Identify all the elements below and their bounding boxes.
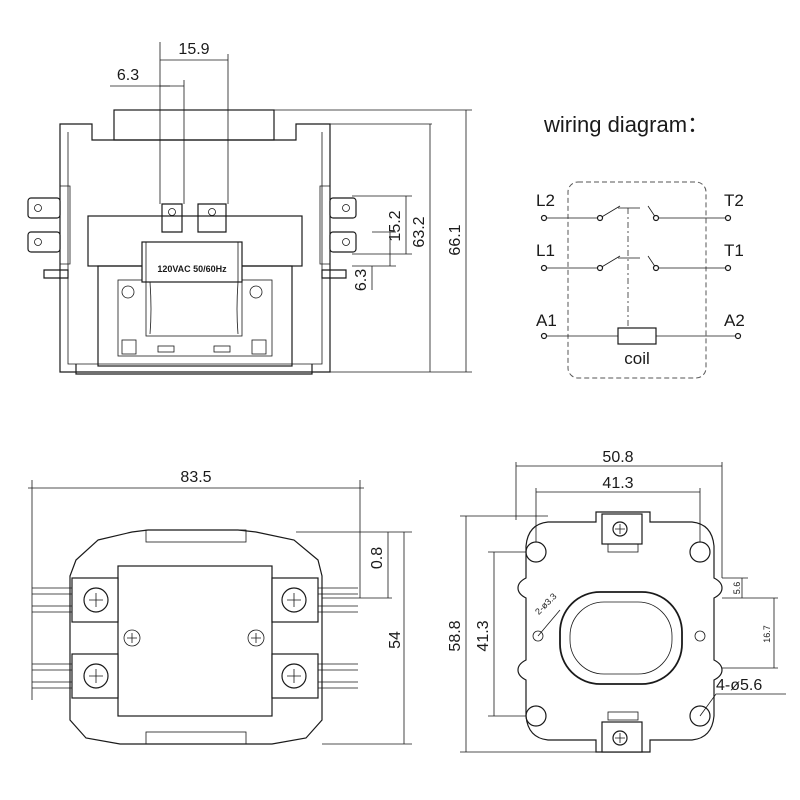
dim-small-hole: 2-ø3.3 <box>533 591 558 616</box>
front-slot-left <box>157 345 175 353</box>
center-screw-right <box>247 629 265 647</box>
wiring-enclosure <box>567 181 707 379</box>
dim-offset: 0.8 <box>369 547 386 569</box>
front-coil-wire <box>149 281 239 335</box>
wiring-title: wiring diagram： <box>543 112 709 137</box>
coil-label: 120VAC 50/60Hz <box>157 264 227 274</box>
mount-hole-tr <box>689 541 711 563</box>
top-center-block <box>117 565 273 717</box>
dim-right-small: 6.3 <box>353 269 370 291</box>
front-clip-right <box>251 339 267 355</box>
coil-symbol <box>617 327 657 345</box>
front-slot-right <box>213 345 231 353</box>
terminal-a2: A2 <box>724 311 745 330</box>
coil-label-box <box>141 241 243 283</box>
coil-text: coil <box>624 349 650 368</box>
top-screw-tab <box>601 513 643 553</box>
dim-right-b: 63.2 <box>411 216 428 247</box>
terminal-screw-tl <box>71 577 119 623</box>
front-base <box>75 364 313 375</box>
contact-l1-t1 <box>544 255 728 269</box>
mount-hole-br <box>689 705 711 727</box>
dim-top-wide: 15.9 <box>178 41 209 58</box>
top-rear-rib <box>145 529 247 543</box>
dim-outer-width: 50.8 <box>602 449 633 466</box>
dim-height: 54 <box>387 631 404 649</box>
terminal-l2: L2 <box>536 191 555 210</box>
dim-hole-spacing-y: 41.3 <box>475 620 492 651</box>
base-plate <box>517 511 723 753</box>
contact-l2-t2 <box>544 205 728 219</box>
oval-opening-inner <box>569 601 673 675</box>
mount-view: 50.8 41.3 58.8 41.3 2-ø3.3 5.6 16.7 4-ø5… <box>447 449 786 753</box>
terminal-screw-bl <box>71 653 119 699</box>
dim-notch-spacing: 16.7 <box>762 625 772 643</box>
terminal-a1: A1 <box>536 311 557 330</box>
dim-right-a: 15.2 <box>387 210 404 241</box>
front-armature <box>117 279 273 357</box>
coil-terminal-hole-right <box>208 208 216 216</box>
top-front-rib <box>145 731 247 745</box>
front-view: 120VAC 50/60Hz 15.9 6.3 15.2 63.2 66.1 6… <box>27 41 472 375</box>
top-view: 83.5 0.8 54 <box>28 469 412 745</box>
dim-top-narrow: 6.3 <box>117 67 139 84</box>
wiring-diagram: wiring diagram： L2 T2 L1 T1 A1 A2 coil <box>536 112 745 379</box>
terminal-t1: T1 <box>724 241 744 260</box>
oval-opening <box>559 591 683 685</box>
front-screw-left <box>121 285 135 299</box>
left-terminal-tabs <box>27 185 71 279</box>
front-housing-inner <box>67 132 323 365</box>
left-blades <box>32 587 72 689</box>
right-terminal-tabs <box>319 185 357 279</box>
bottom-screw-tab <box>601 711 643 753</box>
coil-terminal-hole-left <box>168 208 176 216</box>
dim-outer-height: 58.8 <box>447 620 464 651</box>
dim-mount-holes: 4-ø5.6 <box>716 677 762 694</box>
terminal-l1: L1 <box>536 241 555 260</box>
dim-notch: 5.6 <box>732 582 742 595</box>
terminal-screw-tr <box>271 577 319 623</box>
mount-hole-bl <box>525 705 547 727</box>
small-hole-right <box>694 630 706 642</box>
front-clip-left <box>121 339 137 355</box>
right-blades <box>318 587 358 689</box>
terminal-screw-br <box>271 653 319 699</box>
coil-terminal-blades <box>161 203 227 233</box>
front-top-cap <box>113 109 275 141</box>
dim-hole-spacing-x: 41.3 <box>602 475 633 492</box>
mount-hole-tl <box>525 541 547 563</box>
terminal-t2: T2 <box>724 191 744 210</box>
center-screw-left <box>123 629 141 647</box>
front-screw-right <box>249 285 263 299</box>
dim-top-width: 83.5 <box>180 469 211 486</box>
dim-right-c: 66.1 <box>447 224 464 255</box>
front-coil-bobbin <box>145 279 243 337</box>
front-housing <box>59 123 331 373</box>
small-hole-left <box>532 630 544 642</box>
